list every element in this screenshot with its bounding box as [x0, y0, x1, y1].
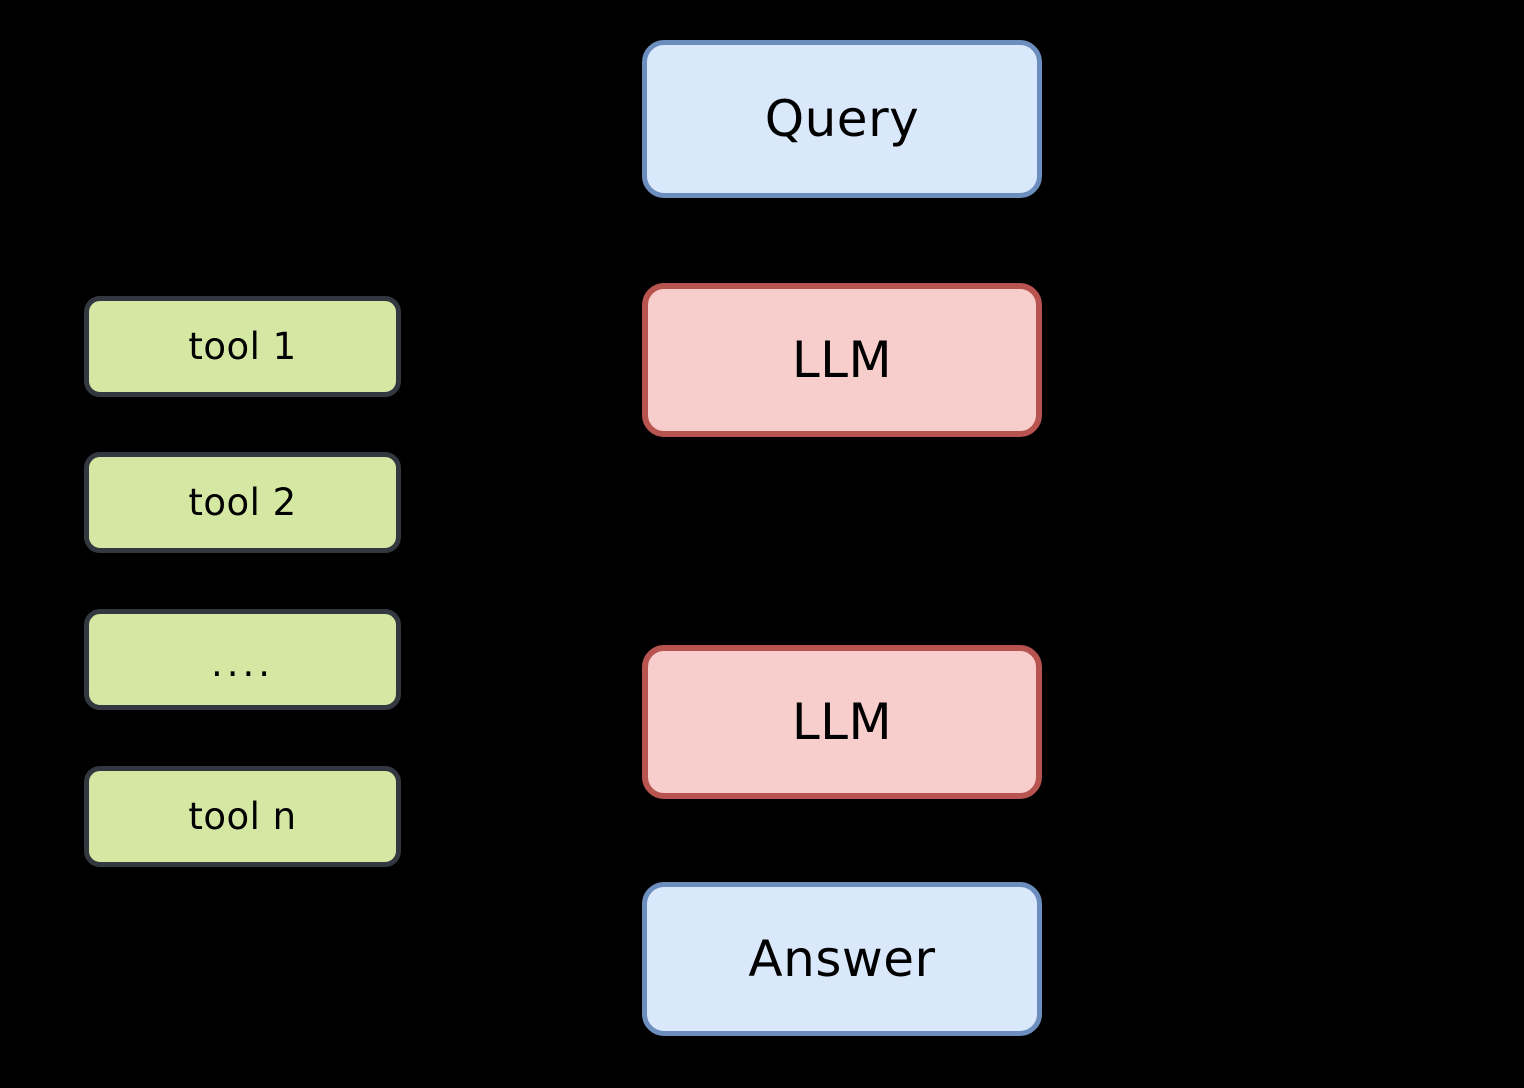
- tool-node-2-label: tool 2: [188, 481, 297, 524]
- tool-node-1[interactable]: tool 1: [84, 296, 401, 397]
- query-node[interactable]: Query: [642, 40, 1042, 198]
- tool-node-2[interactable]: tool 2: [84, 452, 401, 553]
- llm-node-1[interactable]: LLM: [642, 283, 1042, 437]
- llm-node-2-label: LLM: [791, 693, 893, 751]
- query-node-label: Query: [764, 90, 920, 148]
- tool-node-n-label: tool n: [188, 795, 297, 838]
- llm-node-1-label: LLM: [791, 331, 893, 389]
- answer-node-label: Answer: [748, 930, 936, 988]
- tool-node-1-label: tool 1: [188, 325, 297, 368]
- llm-node-2[interactable]: LLM: [642, 645, 1042, 799]
- answer-node[interactable]: Answer: [642, 882, 1042, 1036]
- tool-node-ellipsis[interactable]: ....: [84, 609, 401, 710]
- tool-node-ellipsis-label: ....: [210, 642, 275, 685]
- tool-node-n[interactable]: tool n: [84, 766, 401, 867]
